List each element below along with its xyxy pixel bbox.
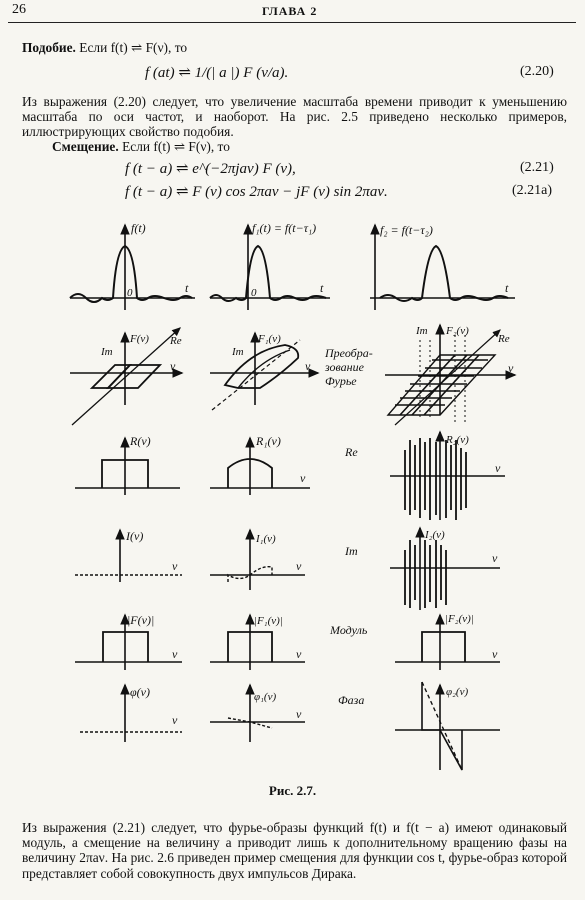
col1-modulus-label: |F(ν)| — [127, 613, 154, 627]
col3-real-nu: ν — [495, 461, 501, 475]
transform-label-line2: зование — [324, 360, 365, 374]
modulus-row-label: Модуль — [329, 623, 368, 637]
phase-row-label: Фаза — [338, 693, 364, 707]
col1-re-label: Re — [169, 335, 182, 347]
col1-fourier-plot: F(ν) Im Re ν — [70, 327, 184, 426]
col3-real-plot: R₂(ν) ν — [390, 430, 505, 520]
col2-modulus-nu: ν — [296, 647, 302, 661]
page-number: 26 — [12, 2, 26, 17]
col1-phase-label: φ(ν) — [130, 685, 150, 699]
shift-heading: Смещение. Если f(t) ⇌ F(ν), то — [52, 139, 230, 154]
col2-fourier-plot: F₁(ν) Im ν — [210, 331, 320, 411]
col2-time-label: f₁(t) = f(t−τ₁) — [252, 221, 316, 235]
col2-real-plot: R₁(ν) ν — [210, 434, 310, 495]
col1-fourier-label: F(ν) — [129, 333, 149, 345]
col2-origin: 0 — [251, 287, 257, 299]
col3-fourier-plot: F₂(ν) Im Re ν — [385, 323, 517, 426]
col2-real-label: R₁(ν) — [255, 434, 281, 448]
figure-caption: Рис. 2.7. — [268, 783, 317, 798]
col1-real-label: R(ν) — [129, 434, 151, 448]
similarity-lead: Подобие. — [22, 40, 76, 55]
col2-nu-axis: ν — [305, 359, 311, 373]
chapter-title: ГЛАВА 2 — [262, 4, 318, 18]
col2-imag-plot: I₁(ν) ν — [210, 528, 305, 590]
header-rule — [8, 22, 576, 23]
col3-phase-label: φ₂(ν) — [446, 686, 468, 698]
col2-t-axis: t — [320, 281, 324, 295]
col2-real-nu: ν — [300, 471, 306, 485]
shift-lead: Смещение. — [52, 139, 119, 154]
col1-t-axis: t — [185, 281, 189, 295]
similarity-condition: Если f(t) ⇌ F(ν), то — [79, 40, 188, 55]
col1-modulus-plot: |F(ν)| ν — [75, 613, 182, 670]
col1-phase-plot: φ(ν) ν — [80, 683, 182, 742]
col1-nu-axis: ν — [170, 359, 176, 373]
col2-im-label: Im — [231, 346, 244, 358]
figure-2-7: f(t) t 0 f₁(t) = f(t−τ₁) t 0 f₂ = f(t−τ₂… — [69, 221, 517, 771]
col2-imag-nu: ν — [296, 559, 302, 573]
col3-time-plot: f₂ = f(t−τ₂) t — [370, 223, 515, 310]
col2-time-plot: f₁(t) = f(t−τ₁) t 0 — [209, 221, 330, 310]
formula-2-21: f (t − a) ⇌ e^(−2πjaν) F (ν), — [125, 161, 296, 177]
col2-phase-nu: ν — [296, 707, 302, 721]
formula-2-21a: f (t − a) ⇌ F (ν) cos 2πaν − jF (ν) sin … — [125, 184, 388, 200]
eq-number-2-21: (2.21) — [520, 160, 554, 175]
col3-phase-plot: φ₂(ν) — [395, 681, 500, 771]
col3-modulus-plot: |F₂(ν)| ν — [395, 613, 500, 670]
transform-label-line3: Фурье — [325, 374, 357, 388]
col3-modulus-nu: ν — [492, 647, 498, 661]
col1-imag-plot: I(ν) ν — [75, 528, 182, 582]
col2-modulus-plot: |F₁(ν)| ν — [210, 613, 305, 670]
col1-imag-label: I(ν) — [125, 529, 143, 543]
col1-im-label: Im — [100, 346, 113, 358]
col3-im-label: Im — [415, 325, 428, 337]
col1-modulus-nu: ν — [172, 647, 178, 661]
col2-imag-label: I₁(ν) — [255, 533, 276, 545]
col3-imag-label: I₂(ν) — [424, 529, 445, 541]
paragraph-1: Из выражения (2.20) следует, что увеличе… — [22, 94, 567, 140]
col3-imag-plot: I₂(ν) ν — [390, 526, 500, 610]
col3-fourier-label: F₂(ν) — [445, 325, 469, 337]
col1-real-plot: R(ν) — [75, 434, 180, 495]
real-row-label: Re — [344, 445, 358, 459]
formula-2-20: f (at) ⇌ 1/(| a |) F (ν/a). — [145, 65, 289, 81]
transform-label-line1: Преобра- — [324, 346, 373, 360]
eq-number-2-21a: (2.21a) — [512, 183, 553, 198]
col1-origin: 0 — [127, 287, 133, 299]
shift-condition: Если f(t) ⇌ F(ν), то — [122, 139, 230, 154]
col3-time-label: f₂ = f(t−τ₂) — [380, 223, 433, 237]
col2-phase-label: φ₁(ν) — [254, 691, 276, 703]
paragraph-2: Из выражения (2.21) следует, что фурье-о… — [22, 820, 567, 881]
col2-modulus-label: |F₁(ν)| — [254, 615, 283, 627]
col3-imag-nu: ν — [492, 551, 498, 565]
col1-time-label: f(t) — [131, 221, 146, 235]
col1-imag-nu: ν — [172, 559, 178, 573]
similarity-heading: Подобие. Если f(t) ⇌ F(ν), то — [22, 40, 187, 55]
col3-modulus-label: |F₂(ν)| — [445, 613, 474, 625]
col2-phase-plot: φ₁(ν) ν — [210, 683, 305, 742]
col3-re-label: Re — [497, 333, 510, 345]
col1-phase-nu: ν — [172, 713, 178, 727]
col3-real-label: R₂(ν) — [445, 434, 469, 446]
col3-nu-axis: ν — [508, 361, 514, 375]
col3-t-axis: t — [505, 281, 509, 295]
eq-number-2-20: (2.20) — [520, 64, 554, 79]
col2-fourier-label: F₁(ν) — [257, 333, 281, 345]
col1-time-plot: f(t) t 0 — [69, 221, 195, 310]
imag-row-label: Im — [344, 544, 358, 558]
